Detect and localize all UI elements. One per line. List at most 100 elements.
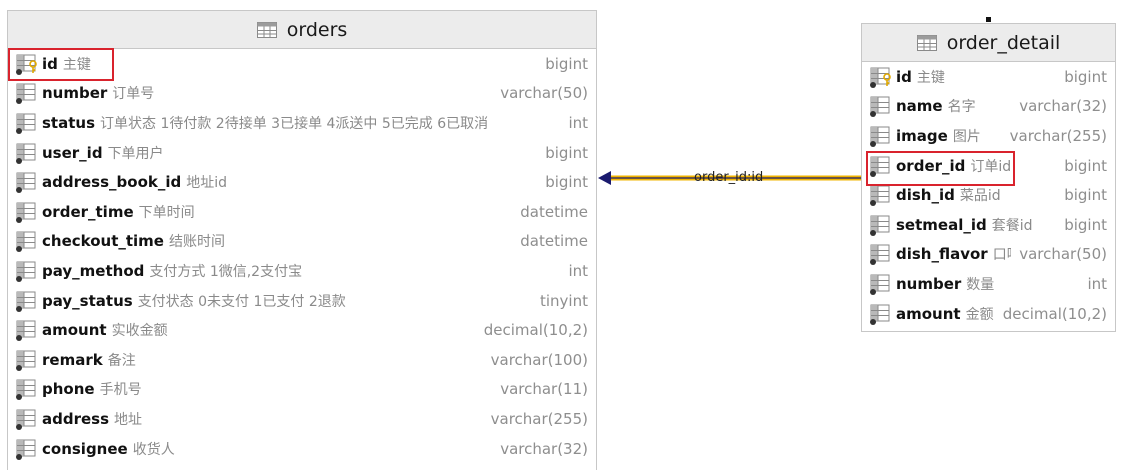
column-name: number — [42, 84, 108, 103]
column-name: checkout_time — [42, 232, 164, 251]
column-icon — [16, 350, 36, 371]
column-type: bigint — [1064, 67, 1107, 86]
column-name: amount — [42, 321, 107, 340]
column-type: varchar(100) — [490, 350, 588, 369]
column-comment: 实收金额 — [111, 323, 168, 340]
column-row-dish-flavor[interactable]: dish_flavor口味varchar(50) — [862, 240, 1115, 270]
column-icon — [870, 126, 890, 147]
column-name: dish_flavor — [896, 245, 988, 264]
column-icon — [16, 231, 36, 253]
column-name: status — [42, 113, 95, 132]
column-type: bigint — [545, 54, 588, 73]
column-icon — [16, 83, 36, 105]
column-type: tinyint — [540, 291, 588, 310]
column-type: int — [568, 261, 588, 280]
column-name: amount — [896, 304, 961, 323]
column-icon — [870, 185, 890, 207]
column-type: datetime — [520, 232, 588, 251]
column-icon — [870, 274, 890, 295]
column-name: remark — [42, 350, 103, 369]
column-name: setmeal_id — [896, 215, 987, 234]
column-row-status[interactable]: status 订单状态 1待付款 2待接单 3已接单 4派送中 5已完成 6已取消… — [8, 108, 596, 138]
column-name: pay_method — [42, 261, 145, 280]
column-type: bigint — [1064, 156, 1107, 175]
column-icon — [870, 244, 890, 266]
column-comment: 下单时间 — [138, 204, 195, 221]
column-type: datetime — [520, 202, 588, 221]
column-name: address — [42, 409, 110, 428]
column-icon — [16, 113, 36, 134]
column-icon — [870, 96, 890, 118]
column-icon — [870, 215, 890, 236]
column-name: address_book_id — [42, 173, 182, 192]
column-icon — [16, 320, 36, 342]
column-type: bigint — [1064, 186, 1107, 205]
column-comment: 备注 — [107, 352, 136, 369]
column-comment: 数量 — [966, 276, 995, 293]
column-comment: 菜品id — [959, 188, 1001, 205]
orders-table-header[interactable]: orders — [8, 11, 596, 49]
column-icon — [870, 304, 890, 325]
column-comment: 套餐id — [991, 217, 1033, 234]
column-type: varchar(255) — [490, 409, 588, 428]
column-comment: 地址id — [186, 175, 228, 192]
column-type: bigint — [545, 143, 588, 162]
column-comment: 图片 — [952, 128, 981, 145]
column-name: phone — [42, 380, 95, 399]
column-name: name — [896, 97, 943, 116]
column-type: varchar(255) — [1009, 126, 1107, 145]
column-name: id — [896, 67, 912, 86]
column-type: int — [568, 113, 588, 132]
column-type: bigint — [545, 173, 588, 192]
column-comment: 下单用户 — [107, 145, 164, 162]
column-comment: 手机号 — [99, 382, 142, 399]
column-comment: 订单状态 1待付款 2待接单 3已接单 4派送中 5已完成 6已取消 — [100, 115, 489, 132]
column-name: order_id — [896, 156, 966, 175]
column-icon — [870, 156, 890, 177]
table-icon — [916, 34, 937, 51]
column-icon — [16, 439, 36, 460]
order-detail-table-header[interactable]: order_detail — [862, 24, 1115, 62]
column-icon — [16, 261, 36, 282]
column-name: pay_status — [42, 291, 133, 310]
column-comment: 结账时间 — [168, 234, 225, 251]
column-type: varchar(32) — [1019, 97, 1107, 116]
table-title: orders — [286, 18, 348, 41]
column-comment: 主键 — [62, 56, 91, 73]
column-name: user_id — [42, 143, 103, 162]
column-comment: 支付方式 1微信,2支付宝 — [149, 263, 303, 280]
primary-key-column-icon — [16, 54, 37, 75]
column-type: bigint — [1064, 215, 1107, 234]
column-type: decimal(10,2) — [1002, 304, 1107, 323]
column-type: varchar(11) — [500, 380, 588, 399]
column-type: varchar(50) — [1019, 245, 1107, 264]
relation-label: order_id:id — [694, 170, 764, 185]
column-comment: 主键 — [916, 69, 945, 86]
